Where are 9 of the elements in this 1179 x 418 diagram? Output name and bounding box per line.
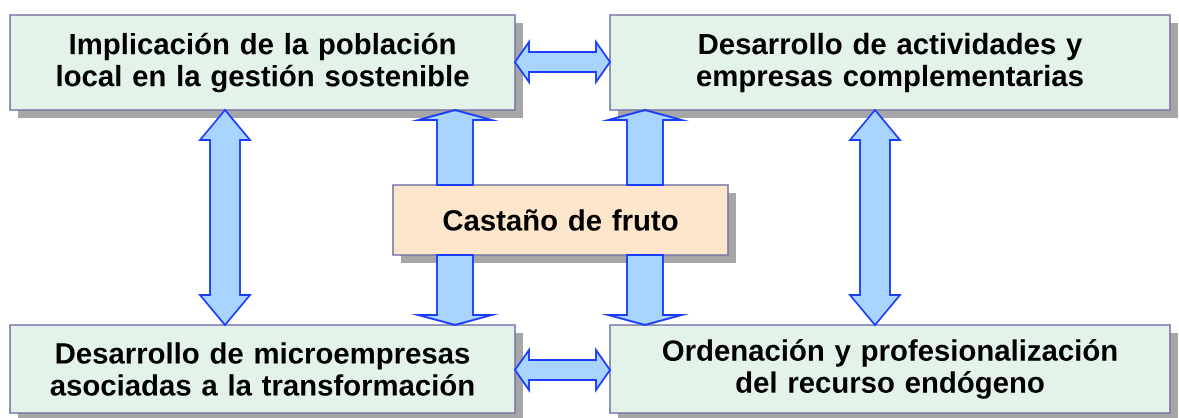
block-arrow [410, 254, 500, 326]
text-box: Implicación de la población local en la gestión sostenible [9, 14, 523, 118]
block-arrow [410, 109, 500, 186]
text-box: Ordenación y profesionalización del recurso endógeno [609, 324, 1178, 418]
block-arrow [600, 254, 690, 326]
center-box: Castaño de fruto [392, 184, 736, 263]
text-box: Desarrollo de actividades y empresas complementarias [609, 14, 1178, 118]
block-arrow [600, 109, 690, 186]
text-box: Desarrollo de microempresas asociadas a la transformación [9, 324, 523, 418]
